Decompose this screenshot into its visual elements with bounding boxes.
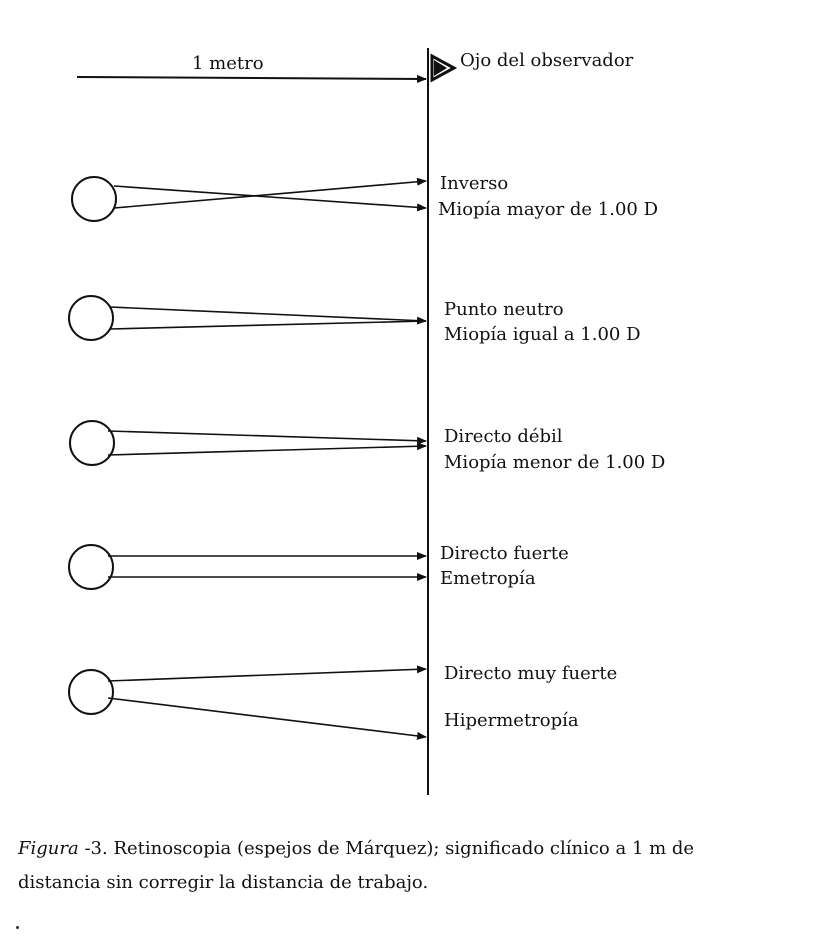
patient-eye-circle xyxy=(68,295,114,341)
distance-arrow xyxy=(76,74,427,83)
case-title: Directo débil xyxy=(444,426,563,447)
patient-eye-circle xyxy=(71,176,117,222)
case-directo-debil: Directo débil Miopía menor de 1.00 D xyxy=(69,420,665,473)
ray-lower xyxy=(113,177,427,209)
patient-eye-circle xyxy=(68,544,114,590)
case-punto-neutro: Punto neutro Miopía igual a 1.00 D xyxy=(68,295,641,345)
case-directo-muy-fuerte: Directo muy fuerte Hipermetropía xyxy=(68,663,617,740)
case-subtitle: Miopía mayor de 1.00 D xyxy=(438,199,658,220)
case-subtitle: Miopía menor de 1.00 D xyxy=(444,452,665,473)
case-title: Punto neutro xyxy=(444,299,564,320)
case-subtitle: Miopía igual a 1.00 D xyxy=(444,324,641,345)
caption-figure-number: -3. xyxy=(84,838,108,859)
distance-label: 1 metro xyxy=(192,53,264,74)
patient-eye-circle xyxy=(69,420,115,466)
ray-upper xyxy=(113,185,427,212)
case-title: Directo muy fuerte xyxy=(444,663,617,684)
ray-upper xyxy=(107,665,427,682)
observer-label: Ojo del observador xyxy=(460,50,634,71)
observer-eye-icon xyxy=(430,53,458,83)
patient-eye-circle xyxy=(68,669,114,715)
case-subtitle: Emetropía xyxy=(440,568,536,589)
scan-speck xyxy=(16,926,19,929)
ray-upper xyxy=(109,306,427,325)
case-title: Directo fuerte xyxy=(440,543,569,564)
case-directo-fuerte: Directo fuerte Emetropía xyxy=(68,543,569,590)
caption-text-line2: distancia sin corregir la distancia de t… xyxy=(18,872,429,893)
case-subtitle: Hipermetropía xyxy=(444,710,579,731)
ray-upper xyxy=(107,430,427,445)
case-inverso: Inverso Miopía mayor de 1.00 D xyxy=(71,173,658,222)
caption-figure-word: Figura xyxy=(18,838,79,859)
figure-caption: Figura -3. Retinoscopia (espejos de Márq… xyxy=(18,832,808,900)
case-title: Inverso xyxy=(440,173,508,194)
ray-lower xyxy=(107,442,427,456)
ray-lower xyxy=(107,697,427,740)
ray-lower xyxy=(109,320,427,330)
caption-text-line1: Retinoscopia (espejos de Márquez); signi… xyxy=(113,838,695,859)
